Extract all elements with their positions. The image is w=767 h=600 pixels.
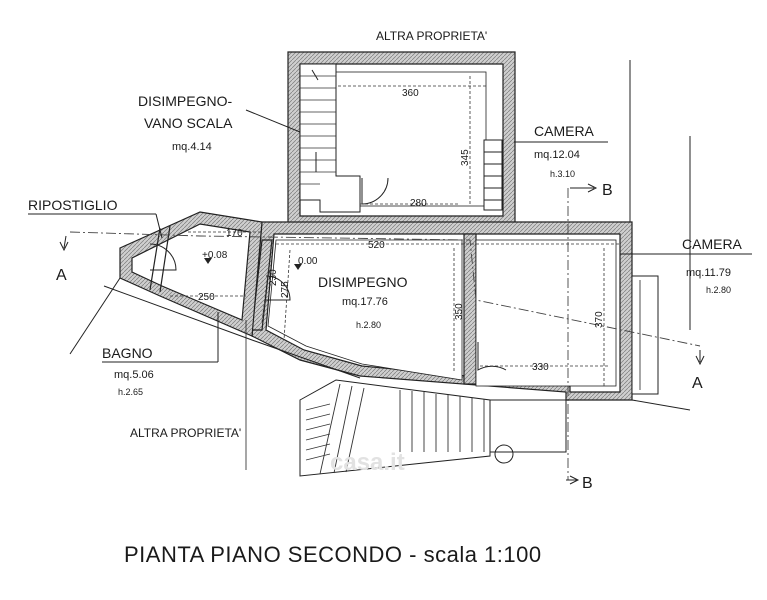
room-name-camera-right: CAMERA bbox=[682, 236, 743, 252]
dim-360: 360 bbox=[402, 88, 419, 99]
page-title: PIANTA PIANO SECONDO - scala 1:100 bbox=[124, 542, 542, 567]
dim-330: 330 bbox=[532, 362, 549, 373]
room-area-disimpegno: mq.17.76 bbox=[342, 296, 388, 308]
section-b-bottom: B bbox=[582, 475, 593, 492]
dim-250: 250 bbox=[198, 292, 215, 303]
room-name-camera-top: CAMERA bbox=[534, 123, 595, 139]
dim-520: 520 bbox=[368, 240, 385, 251]
section-a-left: A bbox=[56, 267, 67, 284]
level-plus008: +0.08 bbox=[202, 250, 228, 261]
room-height-bagno: h.2.65 bbox=[118, 387, 143, 397]
dimension-lines bbox=[170, 76, 620, 386]
section-arrows bbox=[59, 183, 705, 485]
level-zero: 0.00 bbox=[298, 256, 318, 267]
room-name-disimpegno: DISIMPEGNO bbox=[318, 274, 408, 290]
watermark-logo: casa.it bbox=[330, 449, 405, 476]
room-height-disimpegno: h.2.80 bbox=[356, 320, 381, 330]
room-name-disimpegno-scala-2: VANO SCALA bbox=[144, 115, 233, 131]
external-stairs bbox=[299, 379, 567, 477]
boundary-lines bbox=[69, 60, 691, 470]
room-area-camera-top: mq.12.04 bbox=[534, 149, 580, 161]
dim-345: 345 bbox=[460, 149, 471, 166]
room-area-bagno: mq.5.06 bbox=[114, 369, 154, 381]
dim-170: 170 bbox=[226, 228, 243, 239]
room-name-disimpegno-scala-1: DISIMPEGNO- bbox=[138, 93, 232, 109]
room-height-camera-top: h.3.10 bbox=[550, 169, 575, 179]
dim-350: 350 bbox=[454, 303, 465, 320]
neighbor-label-bottom: ALTRA PROPRIETA' bbox=[130, 426, 241, 440]
room-name-bagno: BAGNO bbox=[102, 345, 153, 361]
room-name-ripostiglio: RIPOSTIGLIO bbox=[28, 197, 118, 213]
right-steps bbox=[483, 139, 503, 211]
room-area-camera-right: mq.11.79 bbox=[686, 267, 731, 279]
wall-interior-1 bbox=[463, 233, 477, 385]
dim-370: 370 bbox=[594, 311, 605, 328]
level-marker-icon bbox=[294, 264, 302, 270]
section-lines bbox=[69, 188, 701, 480]
room-fills bbox=[267, 71, 617, 387]
room-height-camera-right: h.2.80 bbox=[706, 285, 731, 295]
internal-stair bbox=[299, 63, 361, 213]
dim-280: 280 bbox=[410, 198, 427, 209]
neighbor-label-top: ALTRA PROPRIETA' bbox=[376, 29, 487, 43]
room-area-disimpegno-scala: mq.4.14 bbox=[172, 141, 212, 153]
section-b-top: B bbox=[602, 182, 613, 199]
level-marker-icon bbox=[204, 258, 212, 264]
dim-275: 275 bbox=[280, 281, 291, 298]
section-a-right: A bbox=[692, 375, 703, 392]
dim-230: 230 bbox=[268, 269, 279, 286]
